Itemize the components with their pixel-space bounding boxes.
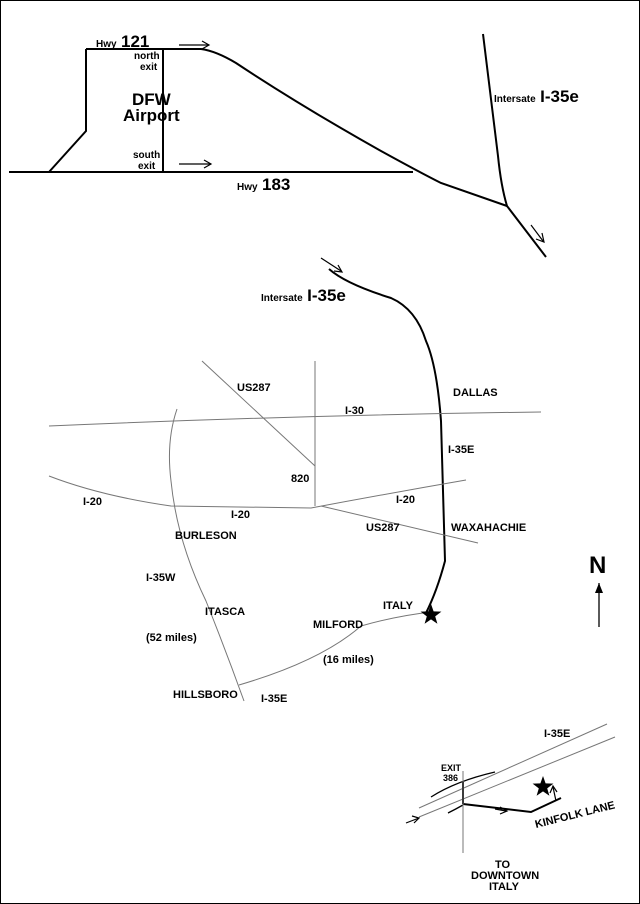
us287-south-label: US287 [366, 522, 400, 534]
milford-label: MILFORD [313, 619, 363, 631]
airport-west-road [48, 49, 87, 173]
i-35w-road [168, 408, 245, 702]
burleson-label: BURLESON [175, 530, 237, 542]
top-map: Hwy 121 north exit DFW Airport south exi… [9, 32, 579, 258]
i-35e-top-road [482, 33, 547, 258]
hwy-183-label: Hwy 183 [237, 175, 290, 194]
compass: N [589, 552, 606, 627]
us287-north-road [201, 360, 316, 467]
exit-label-1: EXIT [441, 763, 462, 773]
arrow-icon [530, 224, 545, 243]
to-label: TO [495, 859, 511, 871]
arrow-icon [494, 806, 509, 815]
arrow-icon [179, 40, 211, 50]
us287-north-label: US287 [237, 382, 271, 394]
exit-ramp-south [447, 804, 464, 814]
exit-ramp-north [430, 771, 496, 798]
i-20-road [48, 475, 467, 509]
north-arrowhead-icon [595, 583, 603, 593]
downtown-label: DOWNTOWN [471, 870, 539, 882]
i-35e-inset-road-south [418, 736, 616, 818]
airport-label-1: DFW [132, 90, 172, 109]
i-20-mid-label: I-20 [231, 509, 250, 521]
north-exit-label-2: exit [140, 62, 158, 73]
south-exit-label-1: south [133, 150, 160, 161]
arrow-icon [405, 815, 421, 824]
i-35e-mid-label: Intersate I-35e [261, 286, 346, 305]
miles-16-label: (16 miles) [323, 654, 374, 666]
i-35e-label: I-35E [448, 444, 474, 456]
arrow-icon [179, 159, 213, 169]
i-35w-label: I-35W [146, 572, 176, 584]
miles-52-label: (52 miles) [146, 632, 197, 644]
dallas-label: DALLAS [453, 387, 498, 399]
arrow-icon [320, 257, 344, 273]
i-35e-route [328, 268, 447, 614]
r820-label: 820 [291, 473, 309, 485]
kinfolk-lane-road [462, 797, 562, 814]
itasca-label: ITASCA [205, 606, 245, 618]
i-35e-south-label: I-35E [261, 693, 287, 705]
north-label: N [589, 552, 606, 579]
hwy-121-label: Hwy 121 [96, 32, 149, 51]
inset-map: I-35E EXIT 386 KINFOLK LANE TO DOWNTOWN … [405, 723, 616, 893]
north-exit-label-1: north [134, 51, 160, 62]
hillsboro-italy-road [238, 611, 432, 686]
south-exit-label-2: exit [138, 161, 156, 172]
italy-label: ITALY [383, 600, 414, 612]
waxahachie-label: WAXAHACHIE [451, 522, 526, 534]
star-icon [420, 604, 442, 624]
exit-label-2: 386 [443, 773, 458, 783]
italy-inset-label: ITALY [489, 881, 520, 893]
i-35e-top-label: Intersate I-35e [494, 87, 579, 106]
hillsboro-label: HILLSBORO [173, 689, 238, 701]
i-20-west-label: I-20 [83, 496, 102, 508]
us287-south-road [320, 505, 479, 544]
i-30-label: I-30 [345, 405, 364, 417]
i-35e-inset-road-north [418, 723, 608, 809]
airport-label-2: Airport [123, 106, 180, 125]
star-icon [532, 776, 554, 796]
i-30-road [48, 411, 542, 427]
arrow-icon [549, 784, 558, 802]
hwy-121-road [86, 48, 508, 207]
middle-map: Intersate I-35e US287 DALLAS I-30 I-35E … [48, 257, 542, 705]
i-35e-inset-label: I-35E [544, 728, 570, 740]
i-20-east-label: I-20 [396, 494, 415, 506]
